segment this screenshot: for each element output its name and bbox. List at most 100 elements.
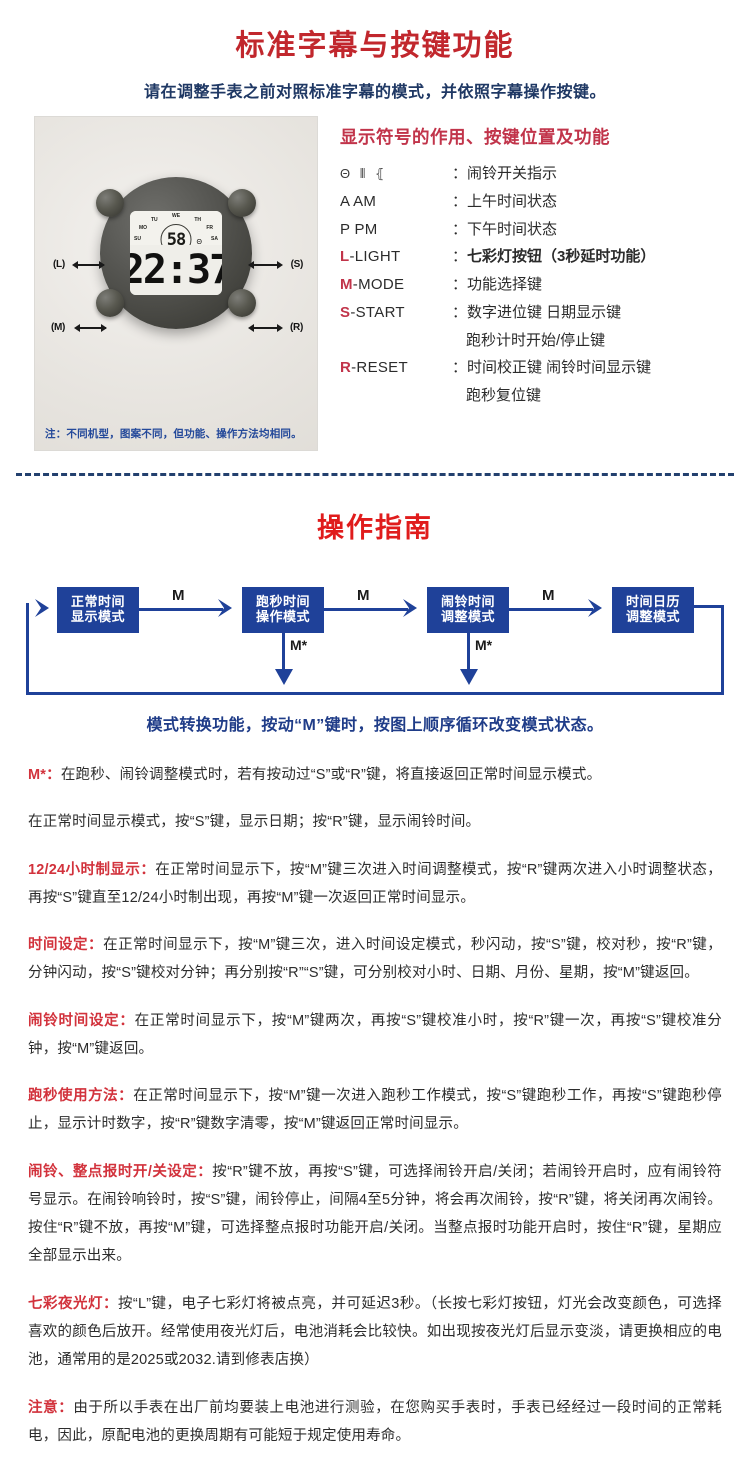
lcd-weekday-arc: SU MO TU WE TH FR SA Θ 58 [130,211,222,255]
weekday-fr: FR [206,225,213,231]
lcd-display: SU MO TU WE TH FR SA Θ 58 22:37 [130,211,222,295]
legend-row-start-cont: 跑秒计时开始/停止键 [466,331,606,349]
paragraph-label-sep: ： [197,1163,213,1180]
paragraph-label-sep: ： [88,937,104,954]
watch-button-r[interactable] [228,289,256,317]
paragraph-text: 按“R”键不放，再按“S”键，可选择闹铃开启/关闭；若闹铃开启时，应有闹铃符号显… [28,1163,722,1265]
alarm-bell-icon: Θ [196,239,202,246]
lcd-time: 22:37 [130,245,222,295]
legend-value: 下午时间状态 [467,220,558,238]
key-rest: -RESET [351,359,408,377]
legend-row-start: S-START ： 数字进位键 日期显示键 [340,304,750,323]
arrow-down-icon [275,669,293,685]
flow-box-line2: 调整模式 [440,609,495,624]
key-rest: -START [350,303,405,321]
watch-button-s[interactable] [228,189,256,217]
paragraph-label: 七彩夜光灯 [28,1295,103,1312]
paragraph-stopwatch-usage: 跑秒使用方法：在正常时间显示下，按“M”键一次进入跑秒工作模式，按“S”键跑秒工… [28,1082,722,1139]
paragraph-label: 闹铃、整点报时开/关设定 [28,1163,198,1180]
paragraph-mstar: M*：在跑秒、闹铃调整模式时，若有按动过“S”或“R”键，将直接返回正常时间显示… [28,761,722,789]
legend-row-am: A AM ： 上午时间状态 [340,193,750,212]
legend-key: A AM [340,192,377,210]
callout-label-m: (M) [51,322,66,333]
flow-box-line2: 显示模式 [70,609,125,624]
watch-button-l[interactable] [96,189,124,217]
flow-label-m-3: M [542,587,555,604]
weekday-th: TH [194,217,201,223]
key-letter-m: M [340,276,353,293]
paragraph-label-sep: ： [119,1012,135,1029]
arrow-right-icon [277,324,283,332]
legend-title: 显示符号的作用、按键位置及功能 [340,127,610,147]
flow-label-m-2: M [357,587,370,604]
legend-row-light: L-LIGHT ： 七彩灯按钮（3秒延时功能） [340,248,750,267]
paragraph-text: 在正常时间显示下，按“M”键三次进入时间调整模式，按“R”键两次进入小时调整状态… [28,861,722,906]
legend-row-reset: R-RESET ： 时间校正键 闹铃时间显示键 [340,359,750,378]
paragraph-notice: 注意：由于所以手表在出厂前均要装上电池进行测验，在您购买手表时，手表已经经过一段… [28,1394,722,1451]
paragraph-time-setting: 时间设定：在正常时间显示下，按“M”键三次，进入时间设定模式，秒闪动，按“S”键… [28,931,722,988]
weekday-mo: MO [139,225,148,231]
flow-box-line1: 正常时间 [70,594,125,610]
flow-label-m-1: M [172,587,185,604]
alarm-symbols-icon: Θ ⦀ ⦃ [340,166,388,181]
key-letter-s: S [340,303,351,321]
flow-box-line2: 操作模式 [255,609,310,624]
legend-separator: ： [452,165,468,182]
flow-box-line2: 调整模式 [625,609,680,624]
callout-line-r [251,327,277,329]
callout-label-s: (S) [290,259,304,270]
loop-left-segment [26,603,29,695]
paragraph-label: M* [28,767,47,783]
paragraph-text: 在正常时间显示下，按“M”键三次，进入时间设定模式，秒闪动，按“S”键，校对秒，… [28,937,723,982]
watch-case: SU MO TU WE TH FR SA Θ 58 22:37 [96,177,256,329]
legend-separator: ： [452,276,468,293]
paragraph-label-sep: ： [46,767,61,783]
callout-line-s [251,264,277,266]
legend-value: 数字进位键 日期显示键 [467,303,622,321]
arrow-right-icon [101,324,107,332]
instruction-paragraphs: M*：在跑秒、闹铃调整模式时，若有按动过“S”或“R”键，将直接返回正常时间显示… [28,761,722,1450]
paragraph-text: 由于所以手表在出厂前均要装上电池进行测验，在您购买手表时，手表已经经过一段时间的… [28,1399,723,1444]
flow-box-calendar-adjust: 时间日历 调整模式 [612,587,694,633]
legend-panel: 显示符号的作用、按键位置及功能 Θ ⦀ ⦃ ： 闹铃开关指示 A AM ： 上午… [318,116,750,415]
paragraph-alarm-setting: 闹铃时间设定：在正常时间显示下，按“M”键两次，再按“S”键校准小时，按“R”键… [28,1007,722,1064]
callout-line-l [78,264,104,266]
paragraph-night-light: 七彩夜光灯：按“L”键，电子七彩灯将被点亮，并可延迟3秒。（长按七彩灯按钮，灯光… [28,1290,722,1375]
paragraph-text: 在正常时间显示模式，按“S”键，显示日期；按“R”键，显示闹铃时间。 [28,814,481,831]
legend-separator: ： [452,220,468,238]
paragraph-text: 按“L”键，电子七彩灯将被点亮，并可延迟3秒。（长按七彩灯按钮，灯光会改变颜色，… [28,1295,723,1369]
chevron-right-icon [35,599,49,617]
flow-caption: 模式转换功能，按动“M”键时，按图上顺序循环改变模式状态。 [146,717,604,734]
arrow-left-icon [72,261,78,269]
flow-box-alarm-adjust: 闹铃时间 调整模式 [427,587,509,633]
paragraph-label: 跑秒使用方法 [28,1088,119,1105]
legend-row-alarm: Θ ⦀ ⦃ ： 闹铃开关指示 [340,165,750,184]
flow-box-stopwatch: 跑秒时间 操作模式 [242,587,324,633]
arrow-left-icon [248,261,254,269]
page-subtitle: 请在调整手表之前对照标准字幕的模式，并依照字幕操作按键。 [143,84,606,101]
section2-title: 操作指南 [317,513,433,543]
legend-key: R-RESET [340,359,452,378]
arrow-left-icon [74,324,80,332]
key-letter-r: R [340,359,352,377]
legend-separator: ： [452,192,468,210]
flow-label-mstar-1: M* [290,637,308,653]
arrow-right-icon [99,261,105,269]
watch-button-m[interactable] [96,289,124,317]
loop-right-top-segment [694,605,724,608]
paragraph-12-24-hour: 12/24小时制显示：在正常时间显示下，按“M”键三次进入时间调整模式，按“R”… [28,856,722,913]
flow-arrow-line-2 [324,608,408,611]
paragraph-label-sep: ： [118,1088,134,1105]
paragraph-text: 在正常时间显示下，按“M”键两次，再按“S”键校准小时，按“R”键一次，再按“S… [28,1012,722,1057]
legend-row-pm: P PM ： 下午时间状态 [340,221,750,240]
photo-note: 注：不同机型，图案不同，但功能、操作方法均相同。 [45,428,302,440]
paragraph-label: 时间设定 [28,937,89,954]
section-standard-display: 标准字幕与按键功能 请在调整手表之前对照标准字幕的模式，并依照字幕操作按键。 S… [0,0,750,451]
arrow-left-icon [248,324,254,332]
chevron-right-icon [588,599,602,617]
callout-line-m [80,327,106,329]
paragraph-label-sep: ： [140,861,156,878]
loop-right-segment [721,605,724,695]
legend-value: 功能选择键 [467,276,543,293]
section1-body: SU MO TU WE TH FR SA Θ 58 22:37 (L) (S) … [0,116,750,451]
